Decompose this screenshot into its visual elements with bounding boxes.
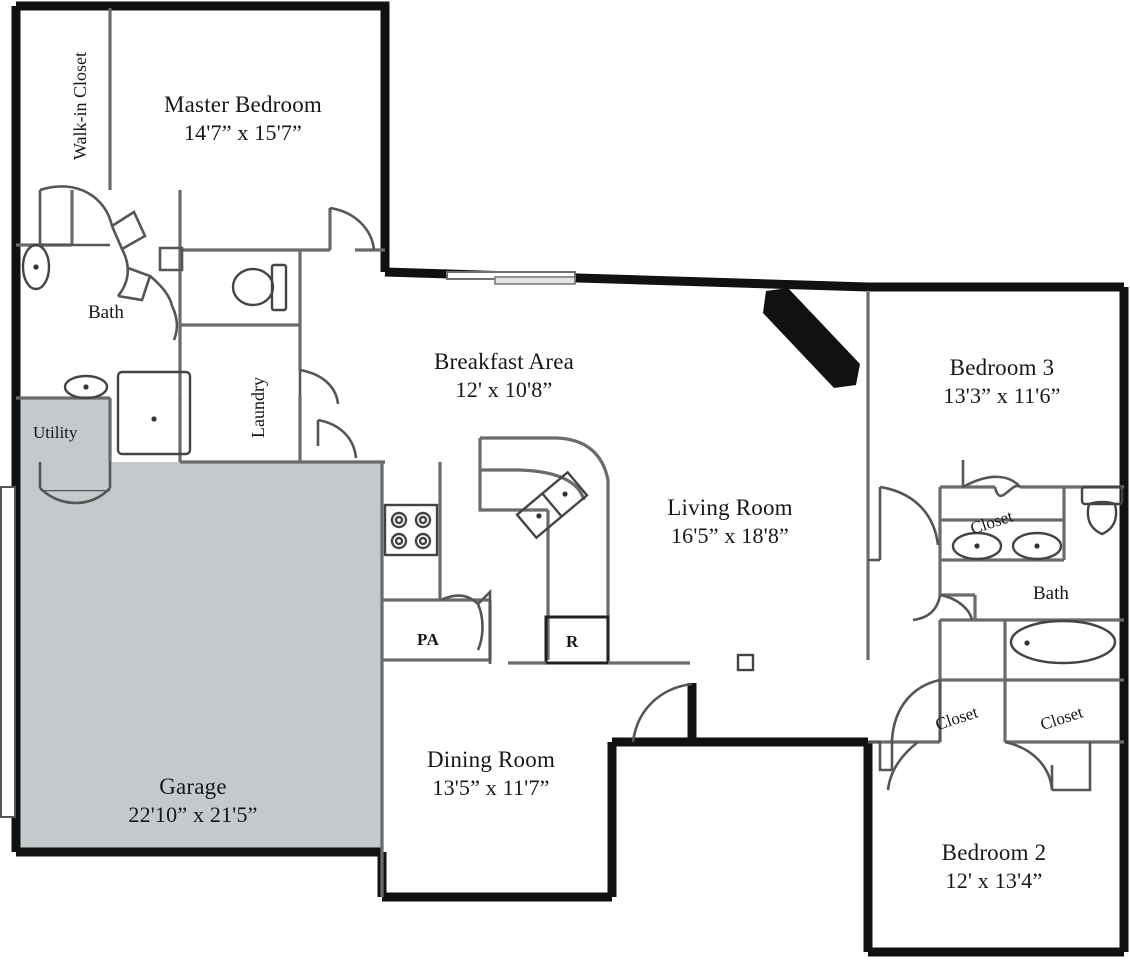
sink-master-bath [21, 243, 51, 291]
garage-door [0, 486, 16, 818]
interior-walls-master-wing [16, 8, 385, 464]
refrigerator-box [508, 615, 690, 665]
garage-fill-region [16, 398, 382, 852]
interior-walls-right-wing [866, 292, 1124, 744]
vanity-hall-left [951, 531, 1003, 561]
vanity-hall-right [1011, 531, 1063, 561]
column-living [736, 653, 755, 672]
toilet-master [231, 263, 288, 312]
door-swing-utility [38, 462, 112, 505]
range-cooktop [383, 503, 439, 557]
shower-master [116, 370, 192, 456]
kitchen-counters [380, 462, 492, 662]
door-swing-pantry [440, 588, 492, 664]
tub-hall-bath [1009, 619, 1117, 665]
door-swings-left [38, 185, 376, 459]
entry-diagonal-wall [763, 288, 860, 388]
sink-kitchen-island [515, 470, 589, 540]
door-swings-right [868, 460, 1092, 792]
sink-master-bath-2 [63, 374, 109, 400]
window-living-top [446, 271, 576, 285]
door-swing-bedroom2 [886, 740, 919, 791]
kitchen-island [478, 436, 610, 660]
door-swing-dining [631, 682, 693, 743]
toilet-hall [1080, 485, 1124, 536]
